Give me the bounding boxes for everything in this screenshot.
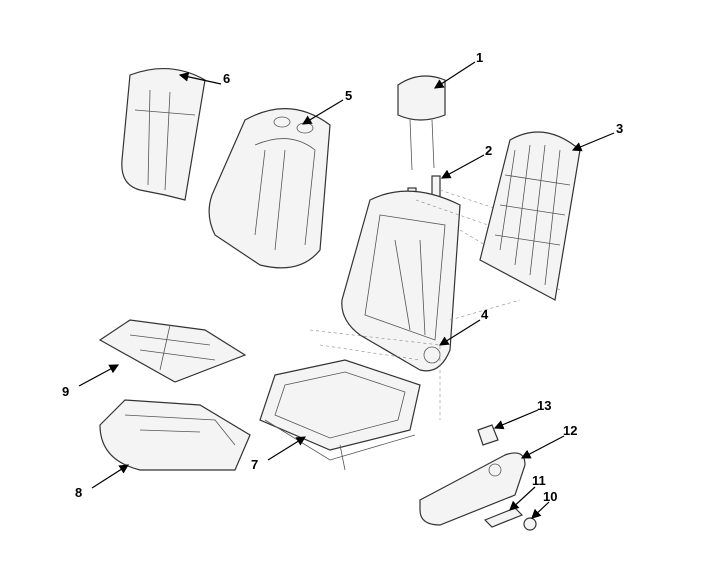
part-7-seat-cushion-frame (259, 329, 441, 471)
leader-2 (440, 154, 485, 179)
leader-8 (91, 464, 130, 489)
callout-9: 9 (62, 384, 70, 399)
leader-9 (78, 364, 120, 387)
callout-6: 6 (223, 71, 231, 86)
leader-12 (520, 435, 565, 459)
callout-5: 5 (345, 88, 353, 103)
leader-1 (433, 61, 476, 89)
part-13-knob (477, 424, 499, 446)
callout-4: 4 (481, 307, 489, 322)
callout-7: 7 (251, 457, 259, 472)
part-3-back-panel (479, 131, 581, 301)
part-11-lever (483, 507, 524, 528)
callout-1: 1 (476, 50, 484, 65)
part-9-seat-cushion-pad (98, 319, 247, 383)
part-1-headrest (397, 75, 446, 171)
part-12-side-shield (419, 452, 526, 526)
part-6-seatback-pad (121, 67, 206, 201)
leader-4 (438, 319, 481, 346)
leader-10 (531, 501, 550, 519)
callout-11: 11 (532, 473, 546, 488)
callout-2: 2 (485, 143, 493, 158)
callout-13: 13 (537, 398, 552, 413)
callout-10: 10 (543, 489, 558, 504)
part-5-seatback-cover (208, 108, 331, 269)
part-10-cap (523, 517, 537, 531)
callout-3: 3 (616, 121, 624, 136)
part-4-seatback-frame (341, 189, 561, 372)
leader-7 (267, 436, 307, 461)
part-8-seat-cushion-cover (99, 399, 251, 471)
callout-8: 8 (75, 485, 83, 500)
leader-11 (509, 486, 536, 511)
leader-6 (178, 72, 222, 85)
callout-12: 12 (563, 423, 578, 438)
leader-3 (571, 132, 615, 152)
leader-13 (493, 409, 539, 430)
leader-5 (301, 99, 344, 125)
